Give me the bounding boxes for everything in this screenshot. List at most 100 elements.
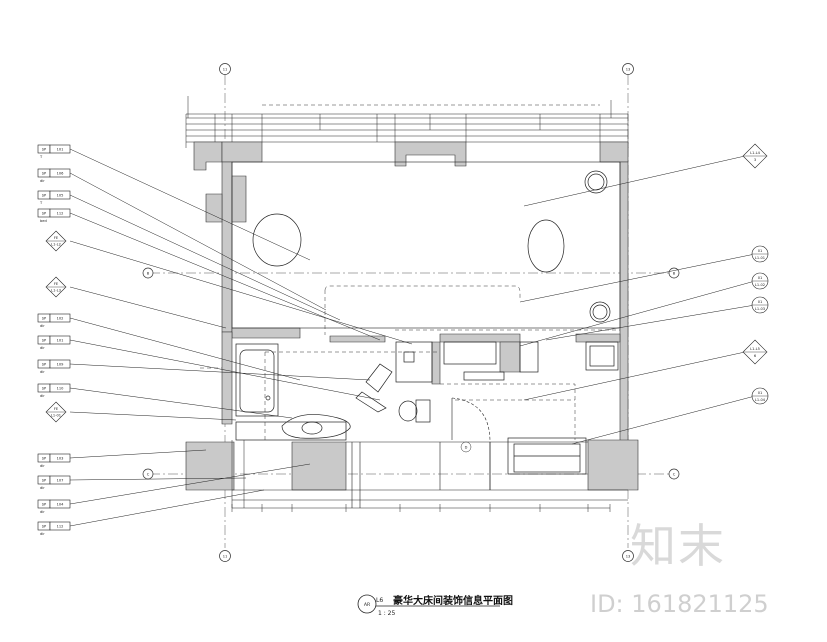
tag-sub: L1-01 [755, 256, 765, 260]
grid-bubble-top-left: 11 [219, 63, 231, 75]
tag-number: 106 [57, 172, 65, 176]
material-tag: SP 109 dir [37, 359, 71, 374]
tag-sub: dir [40, 464, 45, 468]
tag-sub: L1-04 [755, 398, 766, 402]
tag-sub: dir [40, 179, 45, 183]
top-dimension-strip [185, 96, 629, 148]
tag-code: SP [42, 172, 47, 176]
svg-text:C: C [147, 473, 150, 477]
tag-sub: dir [40, 346, 45, 350]
material-tag: SP 106 dir [37, 168, 71, 183]
tag-code: 01 [758, 249, 763, 253]
pendant-light-top-right [584, 170, 608, 194]
tag-number: 112 [57, 525, 64, 529]
round-rug-right [527, 219, 565, 273]
title-block: AR L6 豪华大床间装饰信息平面图 1 : 25 [357, 594, 513, 617]
tag-number: L1-L2 [51, 243, 61, 247]
ceiling-dashed-lines [200, 104, 620, 440]
tag-code: SP [42, 457, 47, 461]
bottom-dimension-strip [231, 440, 611, 512]
door-tag: D [460, 441, 472, 453]
svg-text:13: 13 [626, 555, 631, 559]
cabinet-right [585, 341, 619, 371]
material-tag: SP 103 dir [37, 453, 71, 468]
tag-code: SP [42, 148, 47, 152]
material-tag: FE L1-01 [45, 401, 67, 423]
tag-sub: dir [40, 394, 45, 398]
drawing-title: 豪华大床间装饰信息平面图 [393, 594, 513, 607]
shower-area [355, 341, 433, 413]
tag-number: L1-L3 [51, 289, 61, 293]
tag-sub: dir [40, 324, 45, 328]
grid-bubble-right-mid: B [668, 267, 680, 279]
tag-sub: dir [40, 370, 45, 374]
tag-sub: dir [40, 532, 45, 536]
tag-code: SP [42, 387, 47, 391]
tag-sub: bed [40, 219, 47, 223]
tag-code: SP [42, 525, 47, 529]
grid-bubble-right-low: C [668, 468, 680, 480]
tag-code: SP [42, 212, 47, 216]
svg-text:11: 11 [223, 68, 228, 72]
tag-code: FE [54, 407, 59, 411]
room-outlines [231, 161, 628, 508]
tag-sub: T [39, 201, 43, 205]
tag-number: 104 [57, 503, 65, 507]
tag-sub: 3 [754, 158, 756, 162]
entry-door [451, 397, 491, 490]
tag-number: 112 [57, 212, 64, 216]
detail-tag: L1-L5 6 [742, 339, 768, 365]
sheet-number: L6 [376, 597, 383, 604]
watermark-logo: 知末 [630, 519, 726, 573]
drawing-scale: 1 : 25 [378, 610, 395, 617]
bathtub [235, 343, 279, 417]
tag-sub: 6 [754, 354, 757, 358]
tag-sub: L1-03 [755, 307, 765, 311]
watermark-id: ID: 161821125 [590, 590, 769, 618]
counter-mid [443, 341, 539, 381]
leader-lines-right [519, 155, 756, 445]
tag-code: 01 [758, 300, 763, 304]
bench-sofa [507, 437, 587, 475]
grid-bubble-left-mid: B [142, 267, 154, 279]
tag-code: L1-L4 [750, 151, 761, 155]
material-tag: SP 112 bed [37, 208, 71, 223]
tag-code: SP [42, 363, 47, 367]
grid-bubble-bottom-right: 13 [622, 550, 634, 562]
title-badge-text: AR [364, 602, 371, 608]
tag-number: 109 [57, 363, 65, 367]
grid-bubble-bottom-left: 11 [219, 550, 231, 562]
tag-number: 107 [57, 479, 64, 483]
tag-number: 105 [57, 194, 64, 198]
tag-number: 103 [57, 457, 64, 461]
tag-number: 102 [57, 317, 64, 321]
grid-bubble-left-low: C [142, 468, 154, 480]
tag-code: 01 [758, 391, 763, 395]
tag-sub: L1-02 [755, 283, 765, 287]
tag-code: SP [42, 479, 47, 483]
material-tag: SP 107 dir [37, 475, 71, 490]
vanity-sink [235, 414, 351, 441]
tag-sub: dir [40, 486, 45, 490]
round-rug-left [252, 213, 302, 267]
leader-lines-left [69, 148, 413, 527]
svg-text:13: 13 [626, 68, 631, 72]
tag-sub: dir [40, 510, 45, 514]
tag-number: L1-01 [51, 414, 61, 418]
tag-code: L1-L5 [750, 347, 760, 351]
detail-tag: L1-L4 3 [742, 143, 768, 169]
tag-code: SP [42, 339, 47, 343]
pendant-light-right-lower [589, 301, 611, 323]
